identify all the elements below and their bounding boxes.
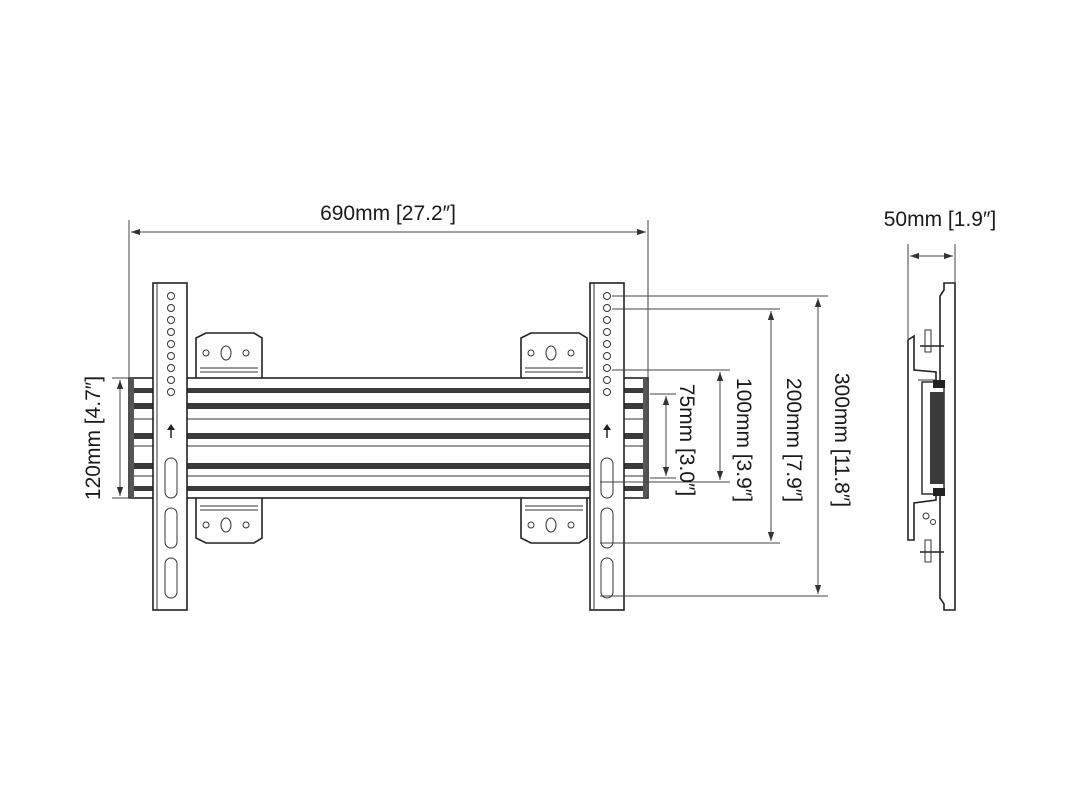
- horizontal-rail: [128, 377, 649, 499]
- dimension-depth: 50mm [1.9″]: [884, 208, 996, 340]
- dimension-width-label: 690mm [27.2″]: [320, 202, 456, 225]
- vertical-bracket-left: [152, 282, 188, 611]
- side-wall-plate: [939, 282, 956, 611]
- dimension-vesa-100: 100mm [3.9″]: [716, 372, 755, 502]
- dimension-vesa-300: 300mm [11.8″]: [814, 298, 853, 594]
- dimension-rail-height-label: 120mm [4.7″]: [82, 376, 105, 500]
- dimension-vesa-300-label: 300mm [11.8″]: [830, 373, 853, 507]
- dimension-vesa-200-label: 200mm [7.9″]: [782, 378, 805, 502]
- wall-plate-bottom-left: [195, 498, 263, 544]
- vertical-bracket-right: [589, 282, 625, 611]
- wall-plate-top-left: [195, 332, 263, 378]
- up-arrow-icon: [167, 424, 175, 438]
- vesa-extension-lines: [600, 295, 828, 597]
- wall-plate-top-right: [520, 332, 588, 378]
- dimension-width: 690mm [27.2″]: [128, 202, 649, 378]
- dimension-vesa-100-label: 100mm [3.9″]: [732, 378, 755, 502]
- dimension-rail-height: 120mm [4.7″]: [82, 376, 132, 500]
- wall-plate-bottom-right: [520, 498, 588, 544]
- dimension-vesa-75-label: 75mm [3.0″]: [675, 384, 698, 496]
- side-view: 50mm [1.9″]: [884, 208, 996, 611]
- dimension-vesa-200: 200mm [7.9″]: [767, 311, 805, 541]
- front-view: 690mm [27.2″] 120mm [4.7″] 75mm [3.0″]: [82, 202, 853, 611]
- side-mechanism: [921, 380, 945, 525]
- dimension-depth-label: 50mm [1.9″]: [884, 208, 996, 231]
- up-arrow-icon: [603, 424, 611, 438]
- dimension-vesa-75: 75mm [3.0″]: [662, 384, 698, 496]
